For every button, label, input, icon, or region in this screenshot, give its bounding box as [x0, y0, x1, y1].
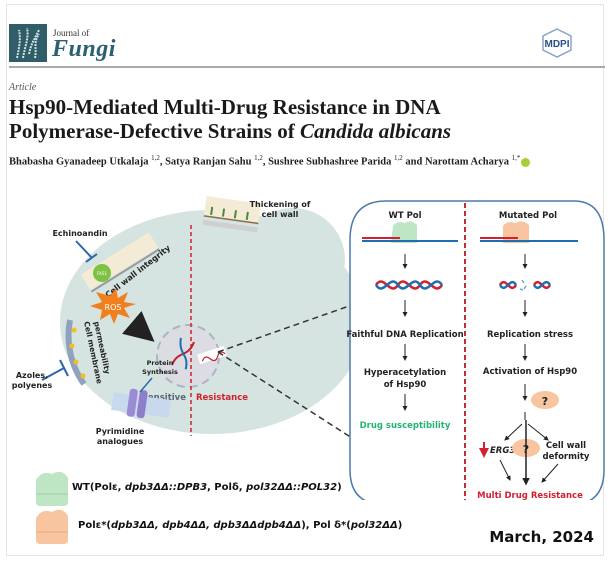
ergosterol-dot — [73, 359, 79, 365]
author-name[interactable]: Satya Ranjan Sahu — [165, 156, 252, 168]
yeast-cell — [60, 208, 364, 434]
legend-mut-genotype-2: pol32ΔΔ — [350, 520, 398, 531]
legend-mut-prefix: Polε*( — [78, 520, 111, 531]
author-name[interactable]: Sushree Subhashree Parida — [268, 156, 392, 168]
mdpi-text: MDPI — [545, 39, 570, 50]
title-species: Candida albicans — [299, 119, 452, 143]
legend-mutant-text: Polε*(dpb3ΔΔ, dpb4ΔΔ, dpb3ΔΔdpb4ΔΔ), Pol… — [78, 520, 402, 531]
sensitive-label: Sensitive — [142, 393, 186, 403]
ros-label: ROS — [105, 303, 122, 312]
author-affiliation: 1,2 — [151, 154, 160, 162]
author-name[interactable]: Narottam Acharya — [424, 156, 510, 168]
legend-wt-prefix: WT(Polε, — [72, 482, 125, 493]
mechanism-panel — [349, 200, 605, 500]
dna-helix-icon — [171, 337, 195, 370]
wt-step-hyperacetylation-2: of Hsp90 — [384, 380, 427, 390]
legend-mut-mid: ), Pol δ*( — [301, 520, 351, 531]
mutated-pol-heading: Mutated Pol — [499, 211, 557, 221]
legend-wt-genotype-2: pol32ΔΔ::POL32 — [246, 482, 338, 493]
title-line-2-plain: Polymerase-Defective Strains of — [9, 119, 300, 143]
legend-wt-mid: , Polδ, — [207, 482, 247, 493]
azoles-inhibit-line — [41, 367, 65, 381]
mdpi-logo-icon: MDPI — [541, 28, 573, 58]
mutated-dna-icon — [201, 351, 226, 362]
wt-step-faithful-replication: Faithful DNA Replication — [346, 330, 463, 340]
cell-membrane-band — [65, 319, 87, 386]
protein-synthesis-inhibit-line — [139, 377, 153, 393]
legend-wt-suffix: ) — [337, 482, 342, 493]
flow-arrow — [541, 463, 559, 483]
author-affiliation: 1,2 — [394, 154, 403, 162]
ergosterol-dot — [69, 343, 75, 349]
mutated-polymerase-icon — [503, 221, 529, 243]
wt-step-hyperacetylation-1: Hyperacetylation — [364, 368, 446, 378]
cell-wall-deformity-line-1: Cell wall — [546, 441, 586, 451]
graphical-abstract: FKS1 Echinoandin Cell wall integrity Thi… — [12, 196, 605, 500]
dna-helix-strand — [374, 280, 444, 290]
zoom-callout-line-bottom — [217, 351, 353, 439]
pyrimidine-label-line-1: Pyrimidine — [96, 427, 145, 436]
legend-wt-text: WT(Polε, dpb3ΔΔ::DPB3, Polδ, pol32ΔΔ::PO… — [72, 482, 342, 493]
mut-step-hsp90-activation: Activation of Hsp90 — [483, 367, 577, 377]
mut-outcome-multi-drug-resistance: Multi Drug Resistance — [477, 491, 583, 500]
journal-name: Fungi — [52, 36, 116, 62]
echinoandin-label: Echinoandin — [52, 229, 107, 238]
flow-arrow — [527, 423, 549, 441]
azoles-label-line-2: polyenes — [12, 381, 53, 390]
author-list: Bhabasha Gyanadeep Utkalaja 1,2, Satya R… — [9, 154, 531, 168]
journal-logo-icon — [9, 24, 47, 62]
zoom-callout-line-top — [217, 304, 353, 353]
dna-break-fragments — [519, 279, 527, 291]
author-affiliation: 1,* — [511, 154, 521, 162]
header-divider — [9, 66, 605, 68]
mut-step-replication-stress: Replication stress — [487, 330, 573, 340]
wt-pol-heading: WT Pol — [388, 211, 421, 221]
inhibit-bar-icon — [59, 359, 69, 377]
thickening-label-line-2: cell wall — [262, 210, 299, 219]
ros-to-nucleus-arrow-icon — [122, 310, 155, 342]
fks1-protein — [93, 264, 111, 282]
orcid-icon[interactable] — [521, 157, 531, 167]
legend-mutant-icon — [34, 508, 70, 549]
thickening-label-line-1: Thickening of — [250, 200, 311, 209]
author-separator: and — [402, 156, 425, 168]
unknown-factor-label: ? — [542, 395, 548, 408]
author-separator: , — [262, 156, 269, 168]
unknown-factor-bubble — [531, 391, 559, 409]
azoles-label-line-1: Azoles, — [16, 371, 48, 380]
publication-date: March, 2024 — [489, 528, 594, 546]
cell-wall-deformity-line-2: deformity — [543, 452, 590, 462]
legend-mut-suffix: ) — [397, 520, 403, 531]
membrane-transporter-icon — [111, 388, 171, 419]
ergosterol-dot — [80, 373, 86, 379]
legend-wt-icon — [34, 470, 70, 511]
broken-dna-strand — [498, 280, 552, 290]
inhibit-bar-icon — [85, 253, 98, 263]
protein-synthesis-label-line-2: Synthesis — [142, 368, 178, 376]
article-title: Hsp90-Mediated Multi-Drug Resistance in … — [9, 95, 599, 143]
flow-arrow — [504, 423, 523, 441]
ergosterol-dot — [71, 327, 77, 333]
mother-cell — [60, 210, 364, 434]
mutated-dna-box — [197, 345, 227, 365]
article-type: Article — [9, 82, 37, 93]
legend-mut-genotype-1: dpb3ΔΔ, dpb4ΔΔ, dpb3ΔΔdpb4ΔΔ — [111, 520, 302, 531]
author-affiliation: 1,2 — [254, 154, 263, 162]
journal-prefix: Journal of — [53, 28, 90, 38]
author-name[interactable]: Bhabasha Gyanadeep Utkalaja — [9, 156, 149, 168]
pyrimidine-label-line-2: analogues — [97, 437, 144, 446]
wt-outcome-drug-susceptibility: Drug susceptibility — [360, 421, 451, 431]
flow-arrow — [499, 459, 511, 481]
echinoandin-inhibit-line — [75, 240, 93, 259]
title-line-2: Polymerase-Defective Strains of Candida … — [9, 119, 599, 143]
protein-synthesis-label-line-1: Protein — [147, 359, 174, 367]
thickening-cell-wall-patch — [202, 196, 262, 233]
fks1-label: FKS1 — [97, 271, 107, 276]
wt-polymerase-icon — [391, 221, 417, 243]
resistance-label: Resistance — [196, 393, 248, 403]
legend-wt-genotype-1: dpb3ΔΔ::DPB3 — [124, 482, 208, 493]
title-line-1: Hsp90-Mediated Multi-Drug Resistance in … — [9, 95, 441, 119]
author-separator: , — [159, 156, 166, 168]
erg3-label: ERG3 — [490, 446, 515, 456]
